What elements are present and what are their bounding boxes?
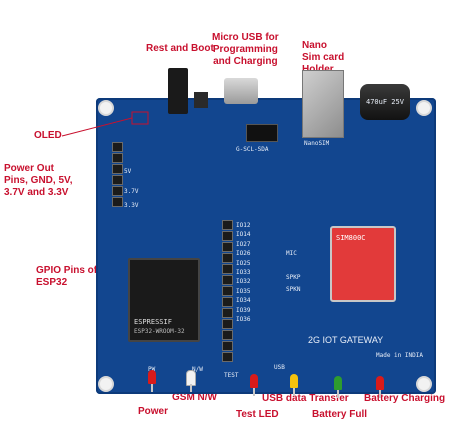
- battery-charging-label: Battery Charging: [364, 393, 446, 404]
- gpio-pin-label: IO39: [236, 306, 251, 314]
- nano-sim-holder[interactable]: [302, 70, 344, 138]
- esp32-brand: ESPRESSIF: [134, 318, 172, 326]
- test-led: [250, 374, 258, 388]
- gpio-pin-label: IO25: [236, 259, 251, 267]
- power-led: [148, 370, 156, 384]
- gsm-module: SIM800C: [330, 226, 396, 302]
- battery-full-label: Battery Full: [312, 409, 368, 420]
- led-leg: [190, 384, 192, 392]
- gpio-pin-label: IO36: [236, 315, 251, 323]
- power-out-label: Power Out Pins, GND, 5V, 3.7V and 3.3V: [4, 163, 73, 198]
- nano-sim-label: Nano Sim card Holder: [302, 40, 345, 75]
- capacitor: [360, 84, 410, 120]
- led-leg: [293, 388, 295, 396]
- gpio-label: GPIO Pins of ESP32: [36, 265, 98, 288]
- mounting-hole: [98, 376, 114, 392]
- nano-sim-silk: NanoSIM: [304, 140, 330, 147]
- power-pin-label: 3.3V: [124, 202, 139, 209]
- power-out-header[interactable]: [112, 142, 123, 207]
- gpio-pin-label: IO26: [236, 250, 251, 258]
- gpio-pin-label: IO32: [236, 278, 251, 286]
- gsm-module-label: SIM800C: [336, 234, 366, 242]
- led-leg: [379, 390, 381, 398]
- gpio-pin-label: IO34: [236, 297, 251, 305]
- led-leg: [151, 384, 153, 392]
- capacitor-label: 470uF 25V: [366, 98, 404, 106]
- gpio-pin-labels: IO12 IO14 IO27 IO26 IO25 IO33 IO32 IO35 …: [236, 222, 250, 324]
- battery-charging-led: [376, 376, 384, 390]
- esp32-model: ESP32-WROOM-32: [134, 328, 185, 335]
- battery-full-led: [334, 376, 342, 390]
- oled-pin-silk: G-SCL-SDA: [236, 146, 269, 153]
- mounting-hole: [98, 100, 114, 116]
- usb-transfer-label: USB data Transfer: [262, 393, 349, 404]
- gpio-pin-label: IO35: [236, 287, 251, 295]
- boot-button[interactable]: [194, 92, 208, 108]
- reset-boot-label: Rest and Boot: [146, 43, 214, 54]
- test-silk: TEST: [224, 372, 239, 379]
- esp32-module: ESPRESSIF ESP32-WROOM-32: [128, 258, 200, 342]
- power-label: Power: [138, 406, 169, 417]
- mounting-hole: [416, 376, 432, 392]
- gpio-pin-label: IO14: [236, 231, 251, 239]
- micro-usb-port[interactable]: [224, 78, 258, 104]
- reset-button[interactable]: [168, 68, 188, 114]
- micro-usb-label: Micro USB for Programming and Charging: [212, 32, 279, 67]
- gpio-pin-label: IO12: [236, 222, 251, 229]
- power-pin-label: 5V: [124, 168, 132, 175]
- board-title: 2G IOT GATEWAY: [308, 335, 384, 345]
- led-leg: [253, 388, 255, 396]
- nw-silk: N/W: [192, 366, 203, 373]
- spkn-silk: SPKN: [286, 286, 301, 293]
- led-leg: [337, 390, 339, 398]
- pcb-board: NanoSIM 470uF 25V G-SCL-SDA 5V 3.7V 3.3V…: [96, 68, 436, 394]
- oled-connector[interactable]: [246, 124, 278, 142]
- gpio-pin-label: IO27: [236, 240, 251, 248]
- power-pin-label: 3.7V: [124, 188, 139, 195]
- gpio-pin-label: IO33: [236, 268, 251, 276]
- mic-silk: MIC: [286, 250, 297, 257]
- oled-label: OLED: [34, 130, 62, 141]
- pw-silk: PW: [148, 366, 155, 374]
- mounting-hole: [416, 100, 432, 116]
- spkp-silk: SPKP: [286, 274, 301, 281]
- made-in-silk: Made in INDIA: [376, 352, 423, 359]
- usb-silk: USB: [274, 364, 285, 371]
- usb-transfer-led: [290, 374, 298, 388]
- test-led-label: Test LED: [236, 409, 279, 420]
- gsm-label: GSM N/W: [172, 392, 217, 403]
- gpio-header[interactable]: [222, 220, 233, 362]
